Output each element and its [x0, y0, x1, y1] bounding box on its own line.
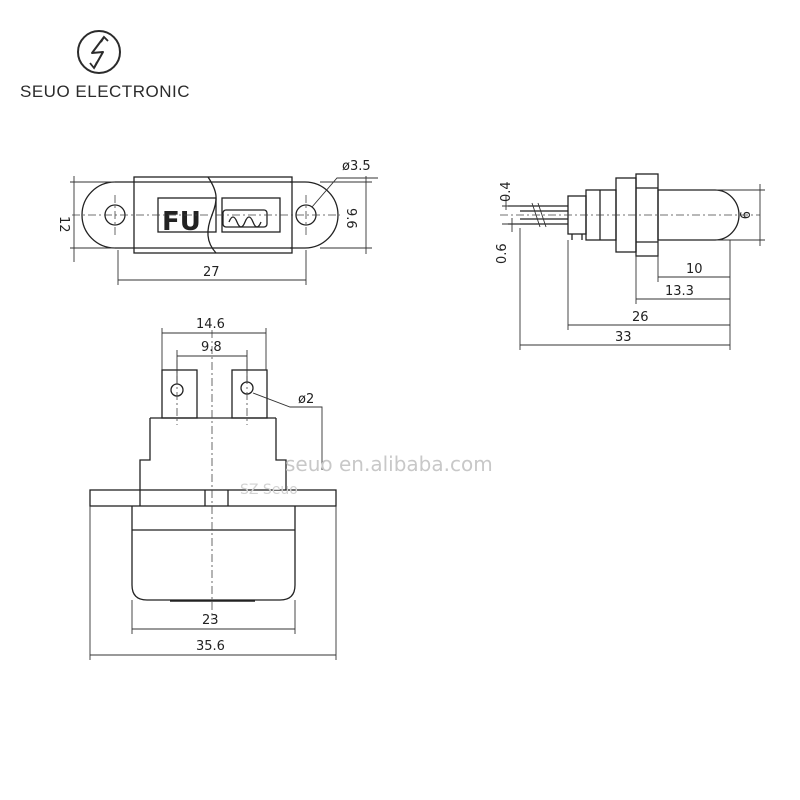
watermark: seuo en.alibaba.com — [285, 452, 493, 476]
fuse-label: FU — [162, 207, 201, 237]
dim-height: 12 — [56, 216, 71, 233]
front-view: 14.6 9.8 ø2 23 35.6 — [89, 317, 337, 660]
lightning-bolt-circle-icon — [77, 30, 121, 74]
dim-length: 27 — [203, 265, 220, 280]
dim-overall-width: 35.6 — [196, 639, 225, 654]
dim-d26: 26 — [632, 310, 649, 325]
dim-hole-dia-front: ø2 — [298, 392, 314, 407]
side-view: 0.4 0.6 9 10 13.3 26 33 — [495, 173, 765, 350]
dim-hole-dia: ø3.5 — [342, 159, 371, 174]
dim-d13: 13.3 — [665, 284, 694, 299]
dim-t1: 0.4 — [499, 181, 514, 202]
top-view: FU 12 27 9.6 ø3.5 — [56, 159, 378, 285]
brand-name: SEUO ELECTRONIC — [20, 82, 190, 101]
dim-cap-dia: 9 — [736, 211, 751, 219]
dim-d33: 33 — [615, 330, 632, 345]
dim-outer-spacing: 14.6 — [196, 317, 225, 332]
dim-body-width: 23 — [202, 613, 219, 628]
dim-d10: 10 — [686, 262, 703, 277]
dim-t2: 0.6 — [495, 243, 510, 264]
watermark-secondary: SZ Seuo — [240, 482, 298, 498]
brand-logo — [77, 30, 121, 74]
dim-inner-spacing: 9.8 — [201, 340, 222, 355]
dim-inner-height: 9.6 — [343, 208, 358, 229]
